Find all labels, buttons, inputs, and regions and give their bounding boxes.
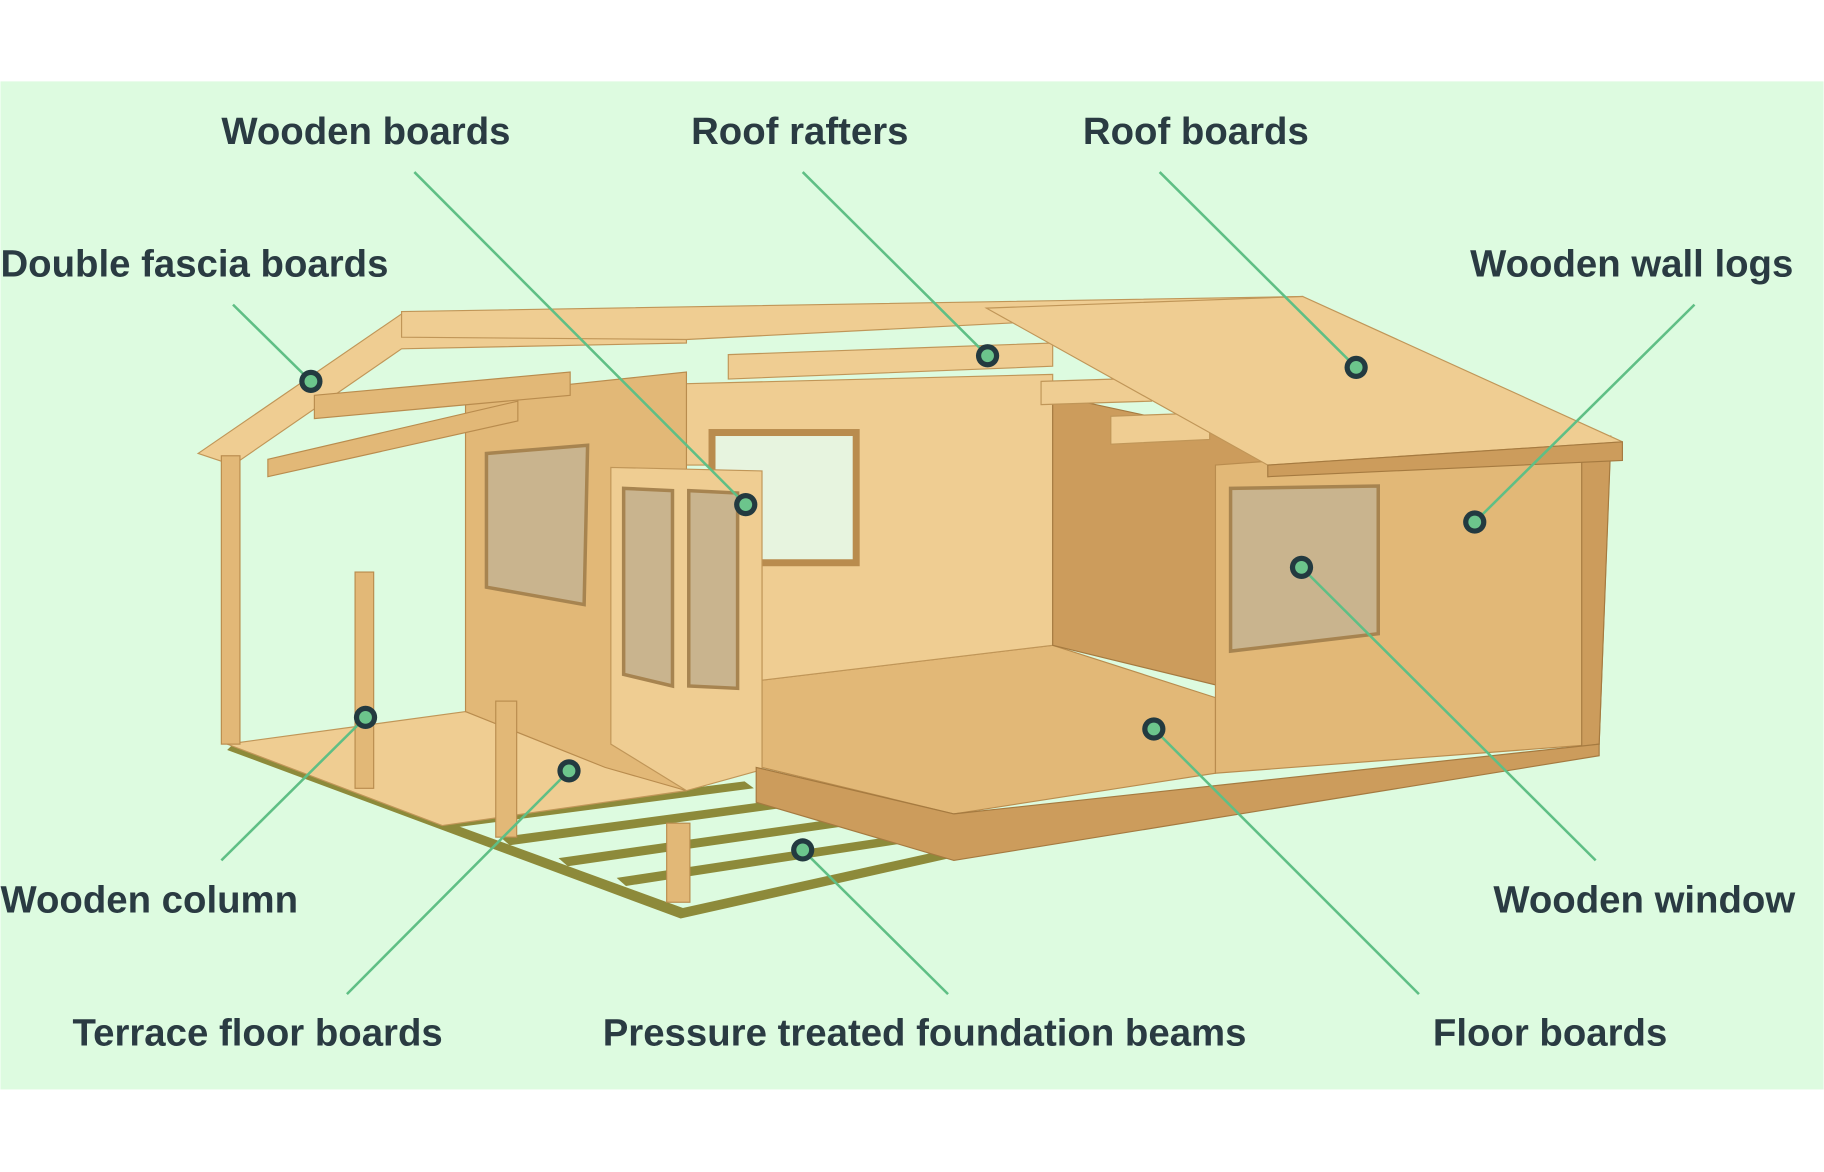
marker-wooden-wall-logs[interactable]: [1463, 510, 1487, 534]
column: [495, 700, 518, 838]
label-roof-boards: Roof boards: [1083, 110, 1309, 153]
base-rim: [755, 743, 1600, 861]
label-wooden-boards: Wooden boards: [221, 110, 510, 153]
label-double-fascia-boards: Double fascia boards: [0, 243, 388, 286]
marker-double-fascia-boards[interactable]: [299, 369, 323, 393]
column: [666, 822, 691, 903]
labels: Wooden boards Roof rafters Roof boards D…: [0, 110, 1795, 1054]
rafter: [727, 342, 1054, 380]
marker-wooden-boards[interactable]: [734, 492, 758, 517]
marker-terrace-floor-boards[interactable]: [557, 759, 581, 783]
marker-roof-rafters[interactable]: [975, 344, 1000, 368]
label-roof-rafters: Roof rafters: [691, 110, 908, 153]
column: [354, 571, 375, 789]
marker-wooden-window[interactable]: [1289, 555, 1314, 580]
marker-floor-boards[interactable]: [1142, 717, 1166, 741]
label-wooden-wall-logs: Wooden wall logs: [1470, 243, 1793, 286]
label-wooden-window: Wooden window: [1493, 879, 1795, 922]
marker-wooden-column[interactable]: [353, 705, 378, 730]
label-wooden-column: Wooden column: [0, 879, 298, 922]
label-floor-boards: Floor boards: [1433, 1011, 1667, 1054]
markers: [299, 344, 1487, 862]
label-terrace-floor-boards: Terrace floor boards: [73, 1011, 443, 1054]
porch-post: [220, 455, 241, 745]
cabin-illustration: [196, 295, 1623, 919]
marker-foundation-beams[interactable]: [791, 838, 815, 862]
leader-lines: [220, 171, 1696, 996]
label-foundation-beams: Pressure treated foundation beams: [603, 1011, 1247, 1054]
marker-roof-boards[interactable]: [1344, 355, 1368, 380]
